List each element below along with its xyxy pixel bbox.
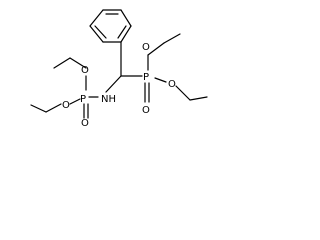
atom-o-left-top: O	[81, 65, 89, 76]
atom-nh: NH	[101, 94, 116, 105]
right-phosphonate-bonds	[144, 33, 208, 103]
atom-p-left: P	[80, 94, 86, 105]
atom-o-left-double: O	[81, 118, 89, 129]
atom-p-right: P	[143, 72, 149, 83]
structure-canvas: P O O O P O O O NH	[0, 0, 239, 144]
atom-o-right-top: O	[142, 42, 150, 53]
molecule-diagram: P O O O P O O O NH	[30, 9, 208, 129]
atom-o-right-double: O	[142, 105, 150, 116]
central-carbon-bonds	[105, 41, 143, 93]
benzene-ring	[89, 9, 132, 43]
atom-o-right-side: O	[168, 79, 176, 90]
atom-o-left-side: O	[62, 100, 70, 111]
left-phosphate-bonds	[30, 57, 99, 119]
